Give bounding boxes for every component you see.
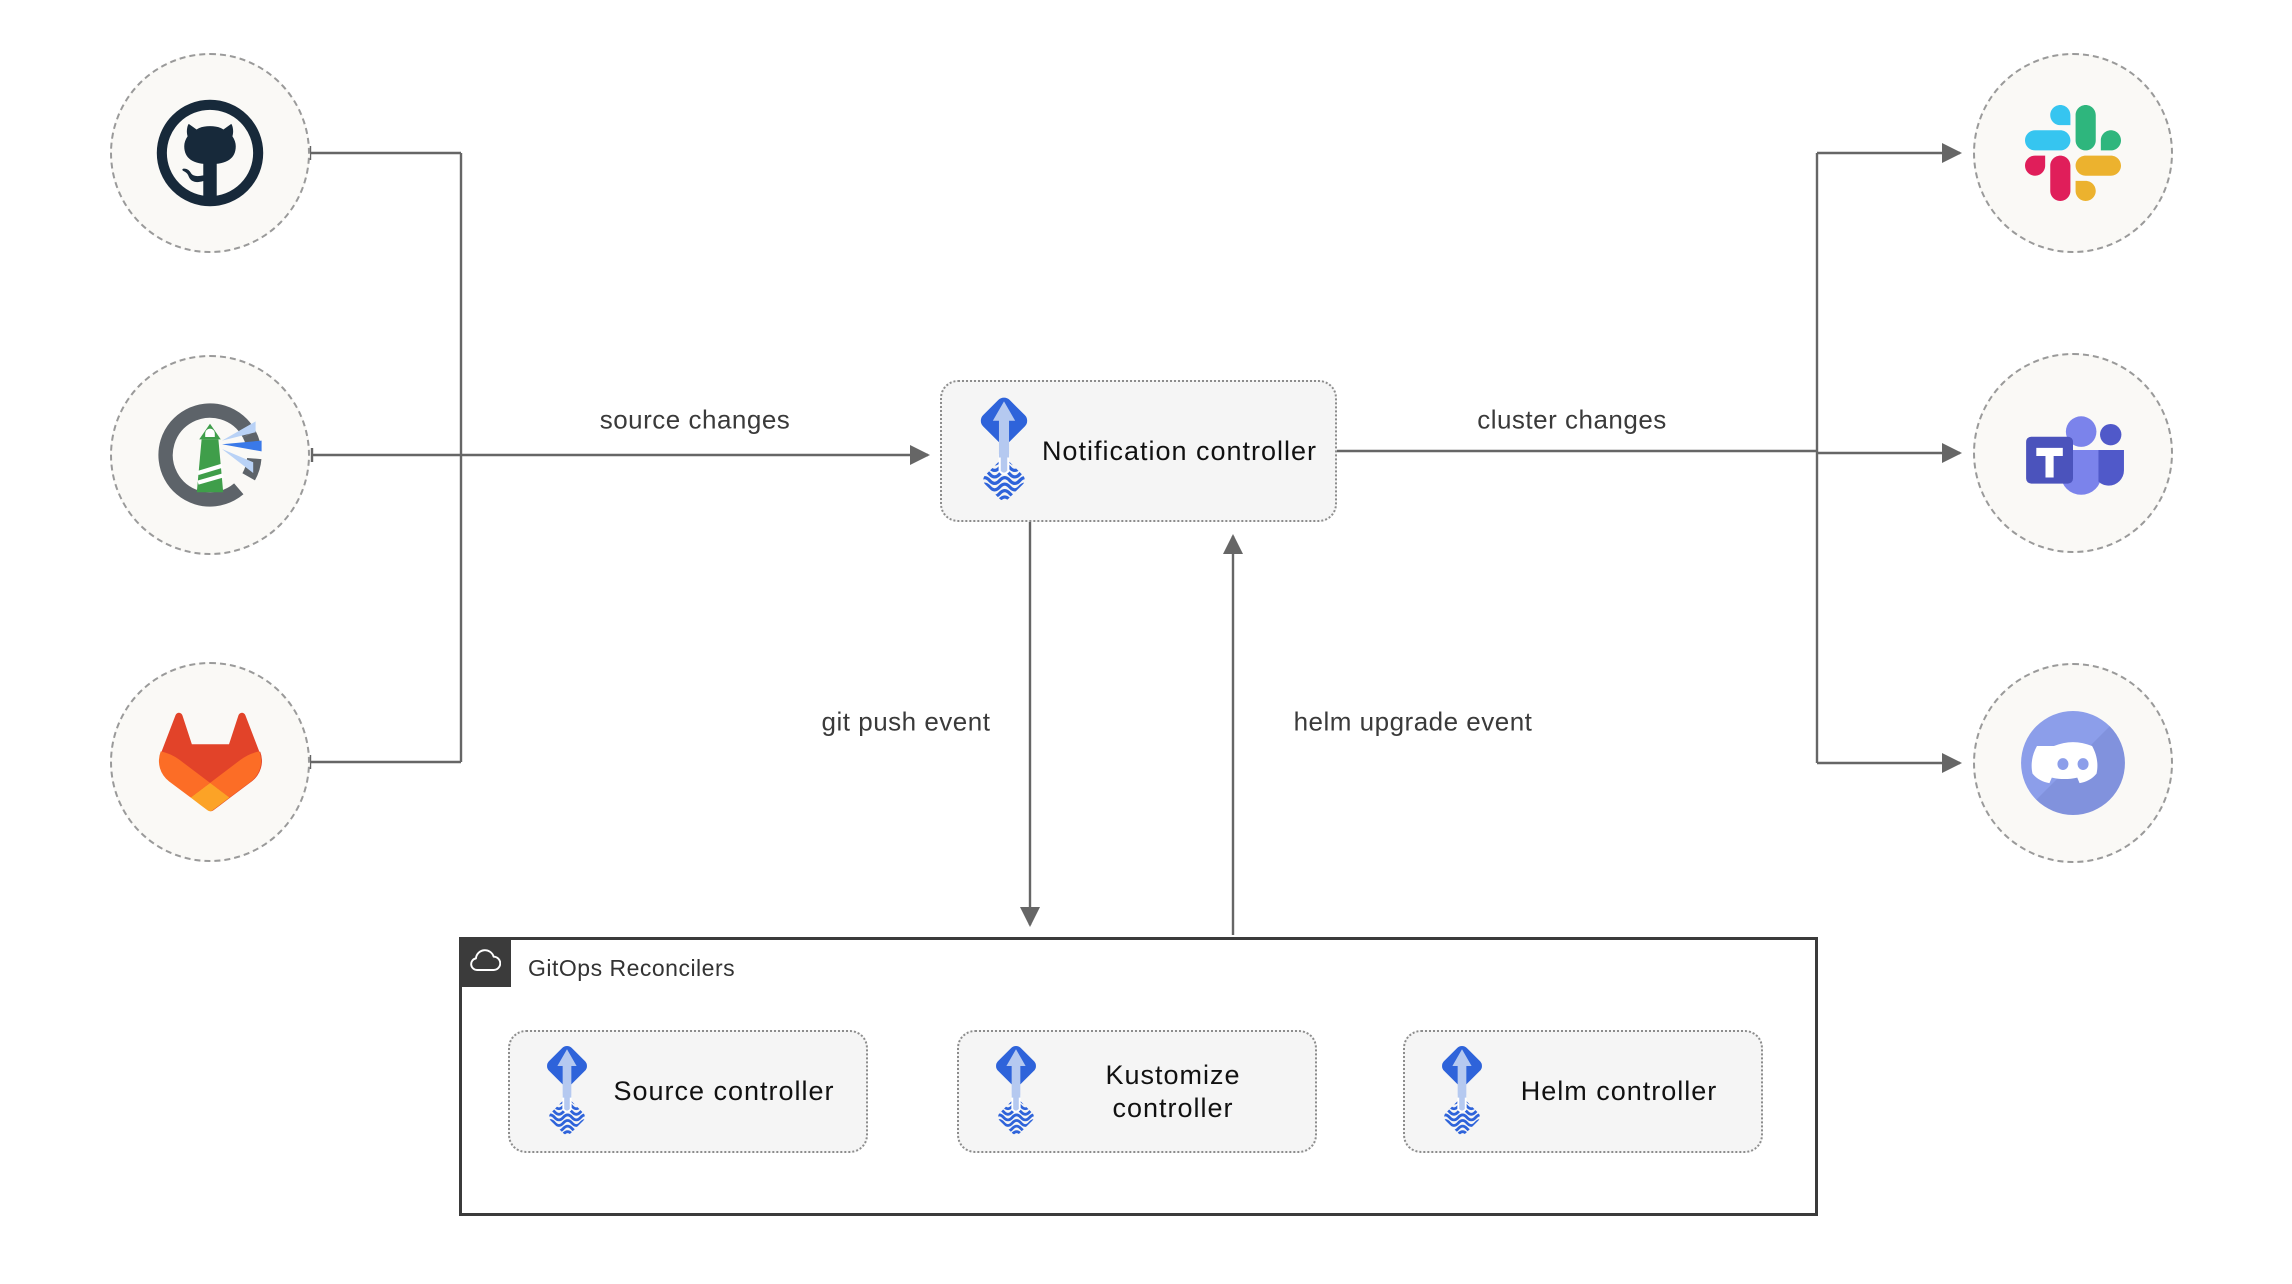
alert-node-teams[interactable] (1973, 353, 2173, 553)
cloud-icon (469, 949, 501, 975)
helm-controller-node[interactable]: Helm controller (1403, 1030, 1763, 1153)
kustomize-controller-node[interactable]: Kustomize controller (957, 1030, 1317, 1153)
edge-label-source-changes: source changes (595, 404, 795, 436)
alert-node-discord[interactable] (1973, 663, 2173, 863)
flux-icon (968, 392, 1040, 510)
discord-icon (2020, 710, 2126, 816)
teams-icon (2020, 404, 2126, 502)
notification-controller-node[interactable]: Notification controller (940, 380, 1337, 522)
group-tab (459, 937, 511, 987)
notification-controller-label: Notification controller (1041, 435, 1318, 466)
slack-icon (2025, 105, 2121, 201)
flux-icon (536, 1041, 598, 1143)
gitops-reconcilers-title: GitOps Reconcilers (528, 954, 736, 981)
flux-icon (985, 1041, 1047, 1143)
edge-label-cluster-changes: cluster changes (1473, 404, 1671, 436)
edge-label-git-push-event: git push event (817, 706, 995, 738)
kustomize-controller-label: Kustomize controller (1105, 1059, 1241, 1123)
flux-icon (1431, 1041, 1493, 1143)
source-node-harbor[interactable] (110, 355, 310, 555)
github-icon (154, 97, 266, 209)
helm-controller-label: Helm controller (1520, 1076, 1718, 1106)
edge-label-helm-upgrade-event: helm upgrade event (1289, 706, 1537, 738)
harbor-icon (150, 395, 270, 515)
alert-node-slack[interactable] (1973, 53, 2173, 253)
gitlab-icon (158, 710, 262, 814)
source-node-gitlab[interactable] (110, 662, 310, 862)
source-node-github[interactable] (110, 53, 310, 253)
source-controller-node[interactable]: Source controller (508, 1030, 868, 1153)
source-controller-label: Source controller (613, 1076, 835, 1106)
